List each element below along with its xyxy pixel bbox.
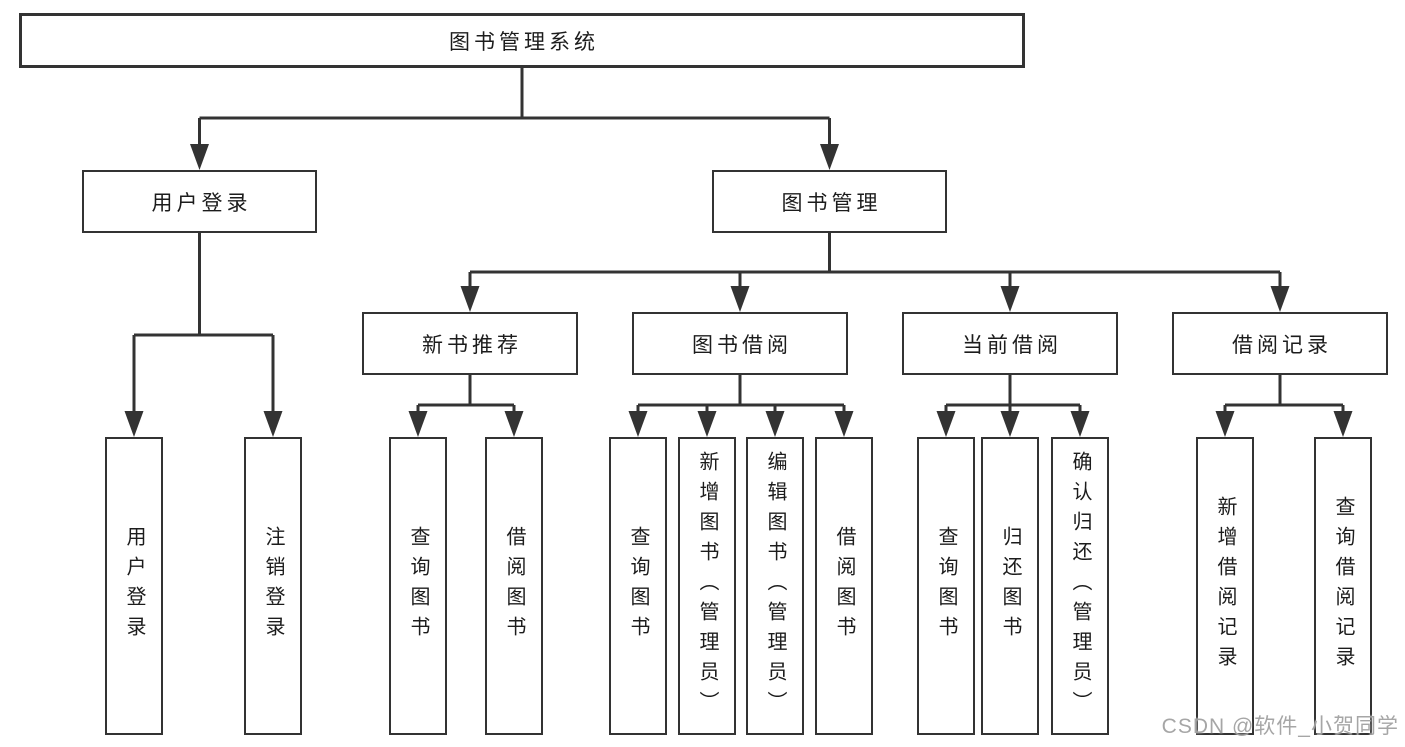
leaf-confirm-return-admin-label: 确认归还（管理员） — [1069, 451, 1091, 721]
leaf-add-books-admin-label: 新增图书（管理员） — [696, 451, 718, 721]
node-current-borrowing: 当前借阅 — [902, 312, 1118, 375]
arrowhead — [124, 411, 144, 437]
leaf-query-books-current-label: 查询图书 — [935, 526, 957, 646]
leaf-query-books-recommend-label: 查询图书 — [407, 526, 429, 646]
node-user-login: 用户登录 — [82, 170, 317, 233]
connector-user-login-to-leaves — [124, 233, 283, 437]
leaf-borrow-books-recommend: 借阅图书 — [485, 437, 543, 735]
leaf-borrow-books-recommend-label: 借阅图书 — [503, 526, 525, 646]
arrowhead — [460, 286, 480, 312]
arrowhead — [936, 411, 956, 437]
leaf-logout-label: 注销登录 — [262, 526, 284, 646]
leaf-edit-books-admin: 编辑图书（管理员） — [746, 437, 804, 735]
arrowhead — [504, 411, 524, 437]
leaf-query-books-current: 查询图书 — [917, 437, 975, 735]
arrowhead — [697, 411, 717, 437]
arrowhead — [190, 144, 209, 170]
node-book-management-label: 图书管理 — [781, 191, 882, 215]
leaf-query-books-borrowing-label: 查询图书 — [627, 526, 649, 646]
node-user-login-label: 用户登录 — [151, 191, 252, 215]
node-book-management: 图书管理 — [712, 170, 947, 233]
leaf-confirm-return-admin: 确认归还（管理员） — [1051, 437, 1109, 735]
arrowhead — [263, 411, 283, 437]
connector-borrowing-records-to-leaves — [1215, 375, 1353, 437]
arrowhead — [1070, 411, 1090, 437]
leaf-borrow-books-borrowing: 借阅图书 — [815, 437, 873, 735]
leaf-user-login-label: 用户登录 — [123, 526, 145, 646]
arrowhead — [730, 286, 750, 312]
node-book-borrowing-label: 图书借阅 — [692, 333, 792, 357]
node-root: 图书管理系统 — [19, 13, 1025, 68]
connector-new-book-recommend-to-leaves — [408, 375, 524, 437]
connector-root-to-level2 — [190, 68, 839, 170]
arrowhead — [765, 411, 785, 437]
node-current-borrowing-label: 当前借阅 — [962, 333, 1062, 357]
node-new-book-recommend-label: 新书推荐 — [422, 333, 522, 357]
connector-book-borrowing-to-leaves — [628, 375, 854, 437]
arrowhead — [1215, 411, 1235, 437]
node-borrowing-records-label: 借阅记录 — [1232, 333, 1332, 357]
leaf-edit-books-admin-label: 编辑图书（管理员） — [764, 451, 786, 721]
leaf-return-books: 归还图书 — [981, 437, 1039, 735]
leaf-query-books-recommend: 查询图书 — [389, 437, 447, 735]
arrowhead — [1333, 411, 1353, 437]
arrowhead — [820, 144, 839, 170]
csdn-watermark: CSDN @软件_小贺同学 — [1161, 715, 1399, 738]
leaf-borrow-books-borrowing-label: 借阅图书 — [833, 526, 855, 646]
leaf-logout: 注销登录 — [244, 437, 302, 735]
connector-current-borrowing-to-leaves — [936, 375, 1090, 437]
node-book-borrowing: 图书借阅 — [632, 312, 848, 375]
leaf-query-borrow-record: 查询借阅记录 — [1314, 437, 1372, 735]
node-root-label: 图书管理系统 — [449, 30, 599, 54]
node-borrowing-records: 借阅记录 — [1172, 312, 1388, 375]
leaf-query-borrow-record-label: 查询借阅记录 — [1332, 496, 1354, 676]
leaf-add-borrow-record-label: 新增借阅记录 — [1214, 496, 1236, 676]
leaf-query-books-borrowing: 查询图书 — [609, 437, 667, 735]
arrowhead — [408, 411, 428, 437]
arrowhead — [1270, 286, 1290, 312]
leaf-add-borrow-record: 新增借阅记录 — [1196, 437, 1254, 735]
connector-book-management-to-level3 — [460, 233, 1290, 312]
arrowhead — [834, 411, 854, 437]
leaf-return-books-label: 归还图书 — [999, 526, 1021, 646]
leaf-user-login: 用户登录 — [105, 437, 163, 735]
leaf-add-books-admin: 新增图书（管理员） — [678, 437, 736, 735]
arrowhead — [1000, 411, 1020, 437]
node-new-book-recommend: 新书推荐 — [362, 312, 578, 375]
arrowhead — [1000, 286, 1020, 312]
arrowhead — [628, 411, 648, 437]
